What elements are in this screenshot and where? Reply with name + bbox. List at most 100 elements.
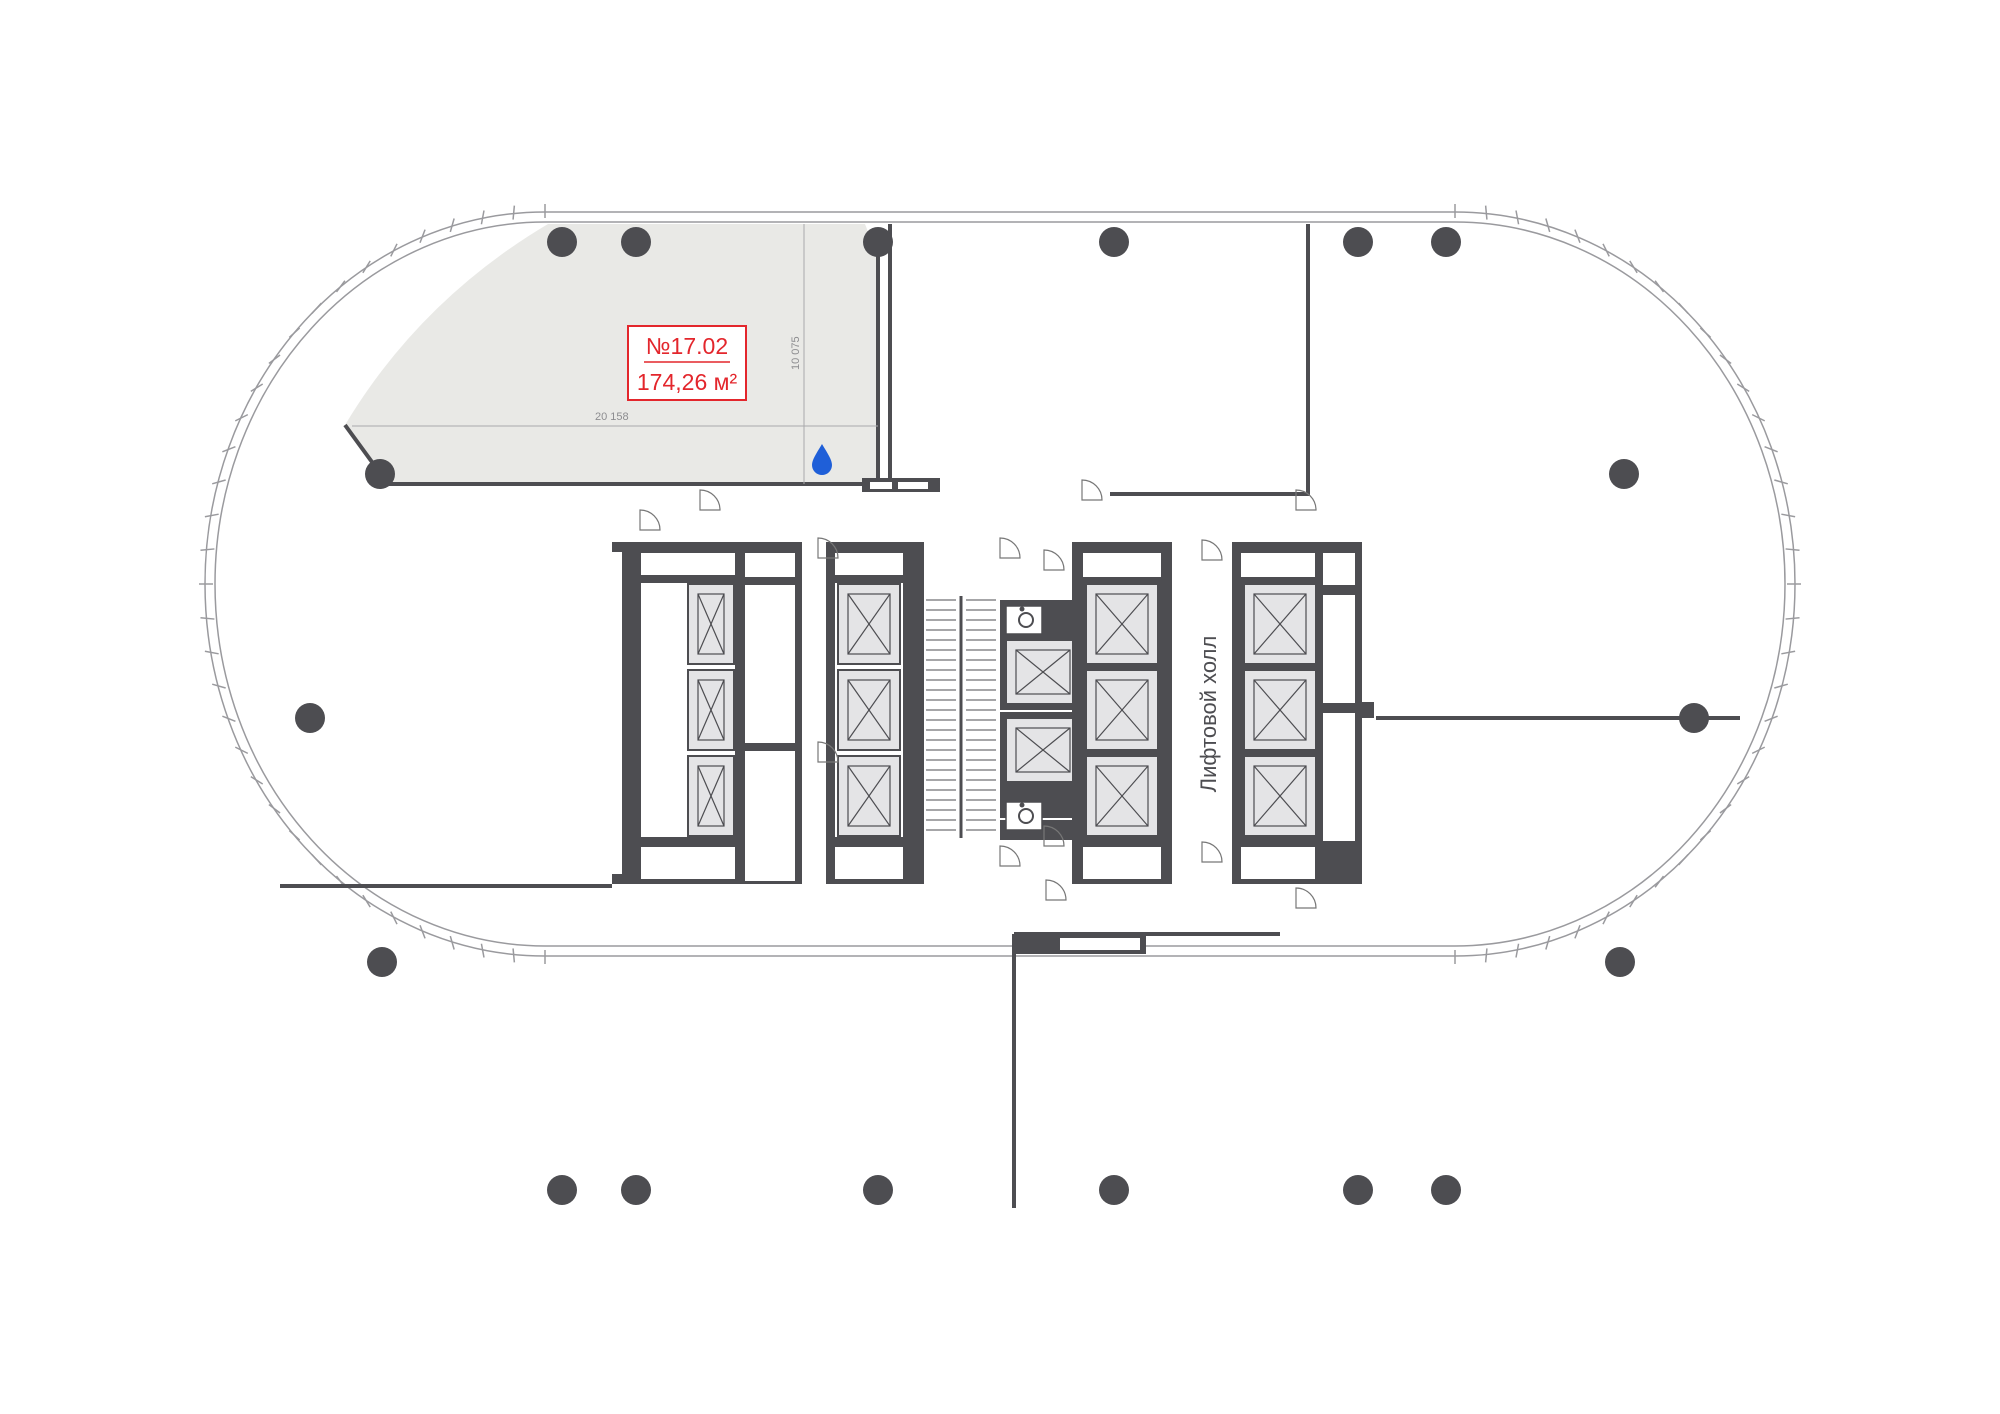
elevator-cross-b-9 (1095, 679, 1149, 741)
staircase (926, 596, 996, 838)
mullion-left-16 (200, 548, 215, 551)
dimension-lines: 20 158 10 075 (352, 224, 878, 484)
mullion-right-20 (1774, 683, 1788, 689)
mullion-left-31 (449, 935, 455, 950)
core-east (1072, 542, 1374, 884)
elevator-cab-9 (1095, 679, 1149, 741)
unit-17-02-area[interactable] (345, 224, 878, 484)
door-12 (817, 741, 839, 763)
door-14 (1043, 825, 1065, 847)
mullion-right-24 (1719, 803, 1732, 814)
depth-dimension-label: 10 075 (790, 336, 802, 370)
mullion-left-21 (222, 715, 236, 722)
elevator-cross-b-1 (697, 679, 725, 741)
wall-north-east (1110, 224, 1310, 496)
elevator-cross-b-7 (1015, 727, 1071, 773)
mullion-right-26 (1678, 853, 1689, 866)
elevator-cab-4 (847, 679, 891, 741)
column-13 (547, 1175, 577, 1205)
mullion-right-19 (1781, 650, 1796, 655)
mullion-left-30 (419, 925, 426, 939)
mullion-left-25 (288, 830, 301, 841)
mullion-right-14 (1774, 479, 1788, 485)
facade-inner (214, 221, 1786, 947)
mullion-left-3 (449, 218, 455, 233)
mullion-left-19 (204, 650, 219, 655)
mullion-right-10 (1719, 354, 1732, 365)
elevator-markers (697, 593, 1307, 827)
mullion-right-7 (1654, 280, 1665, 293)
structural-columns (295, 227, 1709, 1205)
unit-label[interactable]: №17.02 174,26 м² (627, 325, 747, 401)
door-13 (1043, 549, 1065, 571)
mullion-right-21 (1764, 715, 1778, 722)
water-drop-icon (812, 444, 832, 475)
elevator-cross-b-8 (1095, 593, 1149, 655)
column-1 (547, 227, 577, 257)
mullion-right-31 (1545, 935, 1551, 950)
doors (639, 479, 1317, 909)
door-10 (1201, 841, 1223, 863)
elevator-cross-b-0 (697, 593, 725, 655)
column-3 (863, 227, 893, 257)
mullion-right-32 (1515, 943, 1520, 958)
column-6 (1431, 227, 1461, 257)
elevator-cross-b-13 (1253, 765, 1307, 827)
mullion-left-29 (390, 911, 398, 925)
mullion-left-13 (222, 446, 236, 453)
column-2 (621, 227, 651, 257)
mullion-left-28 (362, 894, 371, 908)
column-18 (1431, 1175, 1461, 1205)
mullion-right-18 (1785, 617, 1800, 620)
core-mid (826, 542, 1086, 884)
mullion-left-7 (335, 280, 346, 293)
column-12 (1605, 947, 1635, 977)
mullion-left-6 (362, 260, 371, 274)
column-7 (365, 459, 395, 489)
elevator-cab-1 (697, 679, 725, 741)
elevator-cross-b-3 (847, 593, 891, 655)
mullion-left-32 (480, 943, 485, 958)
mullion-left-10 (268, 354, 281, 365)
elevator-cross-b-2 (697, 765, 725, 827)
mullion-right-25 (1699, 830, 1712, 841)
mullion-right-29 (1602, 911, 1610, 925)
elevator-cab-0 (697, 593, 725, 655)
column-10 (1679, 703, 1709, 733)
mullion-right-16 (1785, 548, 1800, 551)
mullion-right-9 (1699, 327, 1712, 338)
column-14 (621, 1175, 651, 1205)
mullion-left-23 (250, 776, 264, 785)
core-west (612, 542, 802, 884)
mullion-right-4 (1574, 229, 1581, 243)
door-8 (999, 845, 1021, 867)
mullion-left-22 (234, 746, 249, 755)
door-4 (999, 537, 1021, 559)
column-9 (295, 703, 325, 733)
unit-area: 174,26 м² (637, 369, 738, 395)
width-dimension-label: 20 158 (595, 411, 629, 423)
mullion-right-5 (1602, 243, 1610, 257)
mullion-right-23 (1736, 776, 1750, 785)
mullion-left-5 (390, 243, 398, 257)
door-6 (1295, 489, 1317, 511)
mullion-right-12 (1751, 413, 1766, 422)
mullion-right-30 (1574, 925, 1581, 939)
mullion-right-15 (1781, 513, 1796, 518)
mullion-right-27 (1654, 875, 1665, 888)
elevator-e2 (1085, 669, 1159, 751)
mullion-left-18 (200, 617, 215, 620)
mullion-left-8 (311, 302, 322, 315)
mullion-left-26 (311, 853, 322, 866)
elevator-cab-11 (1253, 593, 1307, 655)
lift-hall-label: Лифтовой холл (1196, 636, 1221, 793)
mullion-left-14 (212, 479, 226, 485)
mullion-left-15 (204, 513, 219, 518)
mullion-left-2 (480, 210, 485, 225)
column-8 (1609, 459, 1639, 489)
elevator-cab-2 (697, 765, 725, 827)
door-1 (639, 509, 661, 531)
unit-number: №17.02 (646, 333, 728, 359)
column-11 (367, 947, 397, 977)
